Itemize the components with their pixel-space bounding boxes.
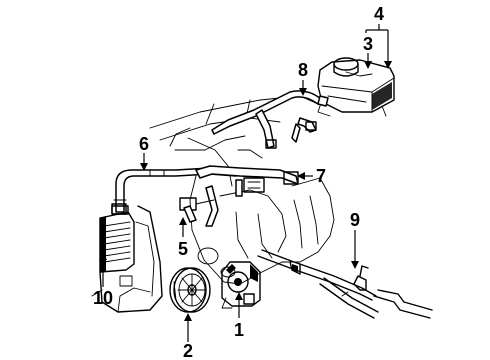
callout-6: 6	[139, 134, 149, 154]
callout-3: 3	[363, 34, 373, 54]
callout-10: 10	[93, 288, 113, 308]
callout-8: 8	[298, 60, 308, 80]
pulley	[169, 267, 211, 313]
callout-5: 5	[178, 239, 188, 259]
reservoir	[317, 57, 395, 117]
callout-1: 1	[234, 320, 244, 340]
pressure-hose	[179, 165, 299, 227]
upper-hose	[211, 90, 329, 149]
steering-pump	[221, 261, 261, 309]
callout-4: 4	[374, 4, 384, 24]
callout-7: 7	[316, 166, 326, 186]
callout-labels: 1 2 3 4 5 6 7 8 9 10	[93, 4, 384, 360]
cooler-lines	[257, 249, 433, 319]
leader-lines	[99, 24, 392, 342]
callout-2: 2	[183, 341, 193, 360]
callout-9: 9	[350, 210, 360, 230]
